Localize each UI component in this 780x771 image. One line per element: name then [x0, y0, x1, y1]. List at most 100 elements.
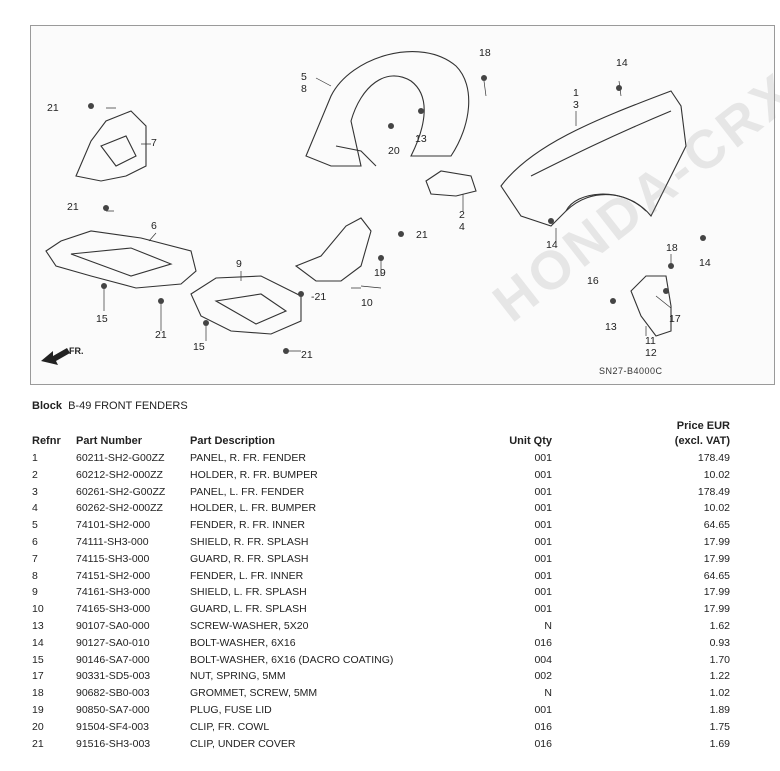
- cell-part-number: 74161-SH3-000: [76, 586, 151, 599]
- cell-qty: 016: [534, 636, 552, 649]
- callout-label: 13: [415, 133, 427, 145]
- cell-qty: 001: [534, 536, 552, 548]
- cell-description: PANEL, R. FR. FENDER: [190, 452, 306, 464]
- cell-part-number: 74101-SH2-000: [76, 519, 151, 532]
- callout-label: 21: [416, 229, 428, 241]
- fastener-dot: [700, 235, 706, 241]
- fastener-dot: [481, 75, 487, 81]
- cell-part-number: 74115-SH3-000: [76, 552, 150, 565]
- callout-label: 3: [573, 99, 579, 111]
- fastener-dot: [388, 123, 394, 129]
- fastener-dot: [663, 288, 669, 294]
- cell-price: 10.02: [703, 502, 730, 515]
- cell-qty: 001: [534, 552, 552, 565]
- cell-description: FENDER, R. FR. INNER: [190, 519, 305, 532]
- cell-description: SCREW-WASHER, 5X20: [190, 620, 309, 632]
- cell-description: SHIELD, L. FR. SPLASH: [190, 586, 307, 599]
- splash-shield-6-shape: [45, 230, 197, 289]
- diagram-code: SN27-B4000C: [599, 366, 663, 376]
- header-price-line2: (excl. VAT): [674, 435, 730, 447]
- cell-part-number: 90107-SA0-000: [76, 620, 150, 632]
- cell-qty: 001: [534, 485, 552, 498]
- cell-price: 178.49: [697, 485, 730, 498]
- front-direction-arrow-icon: [41, 348, 70, 365]
- cell-description: BOLT-WASHER, 6X16: [190, 636, 296, 649]
- fastener-dot: [88, 103, 94, 109]
- block-heading: Block B-49 FRONT FENDERS: [32, 400, 188, 412]
- callout-label: 1: [573, 87, 579, 99]
- fender-panel-shape: [500, 90, 687, 227]
- callout-label: 7: [151, 137, 157, 149]
- cell-ref: 4: [32, 502, 38, 515]
- cell-ref: 13: [32, 620, 44, 632]
- splash-guard-7-shape: [75, 110, 147, 182]
- callout-label: -21: [311, 291, 327, 303]
- fastener-dot: [203, 320, 209, 326]
- cell-ref: 17: [32, 670, 44, 683]
- cell-ref: 9: [32, 586, 38, 599]
- cell-price: 178.49: [697, 452, 730, 464]
- callout-label: 21: [47, 102, 59, 114]
- cell-price: 17.99: [703, 536, 730, 548]
- callout-label: 5: [301, 71, 307, 83]
- cell-qty: 016: [534, 720, 552, 733]
- cell-description: BOLT-WASHER, 6X16 (DACRO COATING): [190, 653, 394, 666]
- cell-description: SHIELD, R. FR. SPLASH: [190, 536, 309, 548]
- cell-description: FENDER, L. FR. INNER: [190, 569, 304, 582]
- callout-label: 21: [67, 201, 79, 213]
- cell-ref: 20: [32, 720, 44, 733]
- cell-part-number: 60262-SH2-000ZZ: [76, 502, 163, 515]
- callout-label: 17: [669, 313, 681, 325]
- cell-ref: 6: [32, 536, 38, 548]
- cell-price: 1.22: [709, 670, 730, 683]
- cell-description: CLIP, FR. COWL: [190, 720, 270, 733]
- fastener-dot: [668, 263, 674, 269]
- cell-description: CLIP, UNDER COVER: [190, 737, 296, 750]
- fastener-dot: [616, 85, 622, 91]
- callout-label: 15: [96, 313, 108, 325]
- callout-label: 4: [459, 221, 465, 233]
- cell-ref: 5: [32, 519, 38, 532]
- cell-ref: 14: [32, 636, 44, 649]
- cell-qty: 002: [534, 670, 552, 683]
- cell-description: GUARD, R. FR. SPLASH: [190, 552, 309, 565]
- fastener-dot: [610, 298, 616, 304]
- cell-part-number: 90682-SB0-003: [76, 687, 150, 700]
- cell-price: 1.89: [709, 704, 730, 716]
- cell-price: 1.69: [709, 737, 730, 750]
- splash-guard-10-shape: [294, 217, 372, 282]
- callout-label: 21: [301, 349, 313, 361]
- cell-ref: 8: [32, 569, 38, 582]
- fastener-dot: [283, 348, 289, 354]
- header-unit-qty: Unit Qty: [509, 435, 552, 447]
- callout-label: 18: [666, 242, 678, 254]
- cell-qty: N: [544, 687, 552, 700]
- header-price-line1: Price EUR: [676, 420, 730, 432]
- fastener-dot: [378, 255, 384, 261]
- callout-label: 15: [193, 341, 205, 353]
- cell-part-number: 91516-SH3-003: [76, 737, 151, 750]
- fastener-dot: [418, 108, 424, 114]
- fastener-dot: [548, 218, 554, 224]
- callout-label: 14: [546, 239, 558, 251]
- cell-description: HOLDER, R. FR. BUMPER: [190, 468, 318, 481]
- cell-price: 17.99: [703, 552, 730, 565]
- cell-price: 10.02: [703, 468, 730, 481]
- cell-price: 64.65: [703, 519, 730, 532]
- cell-qty: N: [544, 620, 552, 632]
- cell-part-number: 91504-SF4-003: [76, 720, 149, 733]
- cell-part-number: 90850-SA7-000: [76, 704, 150, 716]
